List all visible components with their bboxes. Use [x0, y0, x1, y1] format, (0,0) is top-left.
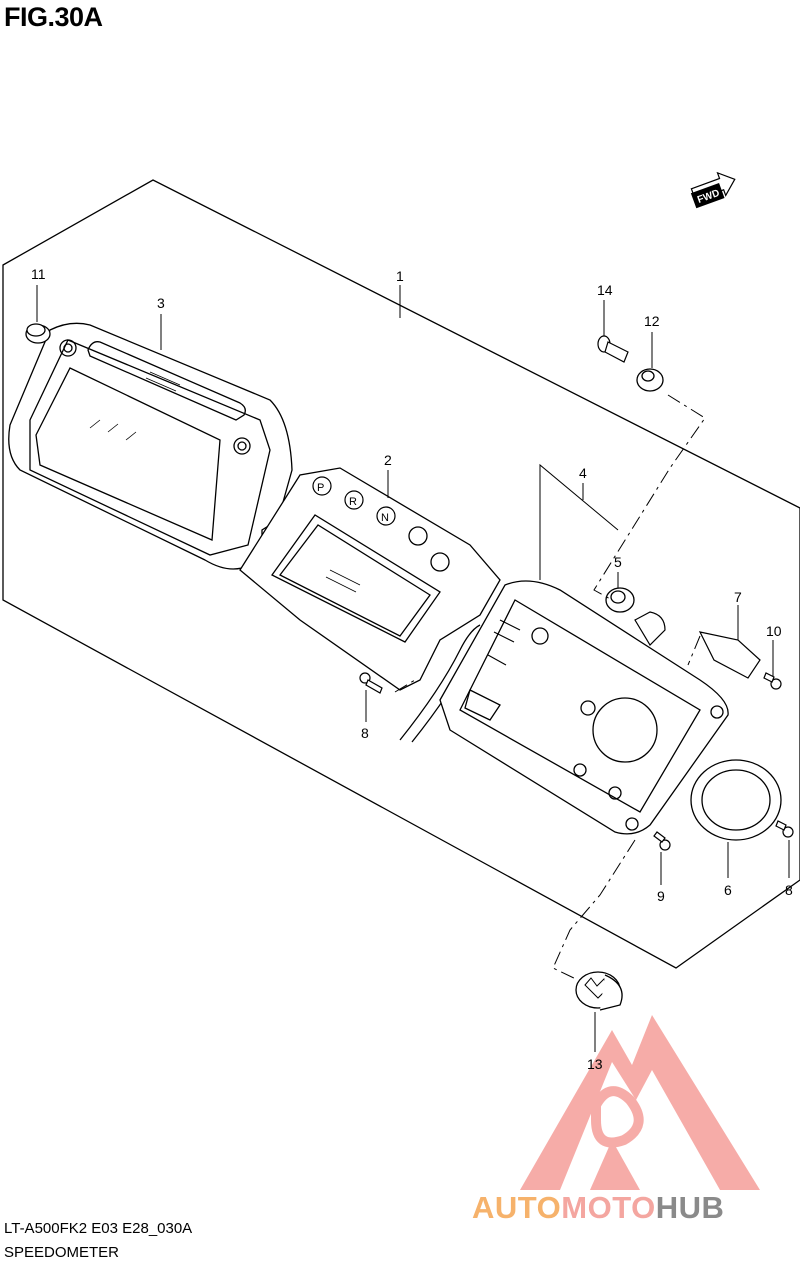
gear-indicator-p: P — [312, 476, 332, 496]
gear-indicator-r: R — [344, 490, 364, 510]
callout-3: 3 — [157, 295, 165, 311]
watermark-part-moto: MOTO — [561, 1190, 655, 1225]
watermark-text: AUTOMOTOHUB — [472, 1190, 724, 1225]
callout-11: 11 — [31, 266, 46, 282]
gear-indicator-n: N — [376, 506, 396, 526]
part-13-bulb-socket — [575, 971, 623, 1011]
assembly-outline — [2, 179, 800, 969]
part-10-screw — [763, 672, 782, 690]
callout-6: 6 — [724, 882, 732, 898]
callout-7: 7 — [734, 589, 742, 605]
part-4-mount-tab — [634, 611, 666, 646]
part-9-screw — [653, 831, 671, 851]
figure-title: FIG.30A — [4, 2, 103, 32]
part-7-bracket-clip — [698, 631, 761, 679]
callout-9: 9 — [657, 888, 665, 904]
part-2-indicator-panel — [239, 467, 501, 691]
model-code: LT-A500FK2 E03 E28_030A — [4, 1220, 193, 1237]
fwd-direction-badge: FWD — [690, 171, 736, 209]
part-8-screw-right — [775, 820, 794, 838]
callout-2: 2 — [384, 452, 392, 468]
callout-8-left: 8 — [361, 725, 369, 741]
part-4-meter-housing — [439, 580, 729, 835]
part-11-cap — [25, 323, 51, 344]
callout-14: 14 — [597, 282, 613, 298]
watermark-logo — [520, 1015, 760, 1190]
part-6-ring-gasket — [690, 759, 782, 841]
gear-label-p: P — [317, 482, 324, 494]
part-12-washer — [636, 368, 664, 392]
figure-name: SPEEDOMETER — [4, 1244, 120, 1261]
gear-label-n: N — [381, 512, 389, 524]
part-3-lens-cover — [8, 322, 293, 570]
alignment-lines — [394, 394, 706, 981]
part-14-bolt — [597, 335, 629, 363]
callout-12: 12 — [644, 313, 660, 329]
callout-8-right: 8 — [785, 882, 793, 898]
callout-13: 13 — [587, 1056, 603, 1072]
gear-label-r: R — [349, 496, 357, 508]
callout-5: 5 — [614, 554, 622, 570]
part-8-screw-left — [359, 672, 383, 694]
callout-10: 10 — [766, 623, 782, 639]
callout-4: 4 — [579, 465, 587, 481]
leader-lines — [36, 285, 790, 1052]
callout-1: 1 — [396, 268, 404, 284]
part-5-grommet — [605, 587, 635, 613]
watermark-part-auto: AUTO — [472, 1190, 561, 1225]
watermark-part-hub: HUB — [656, 1190, 725, 1225]
